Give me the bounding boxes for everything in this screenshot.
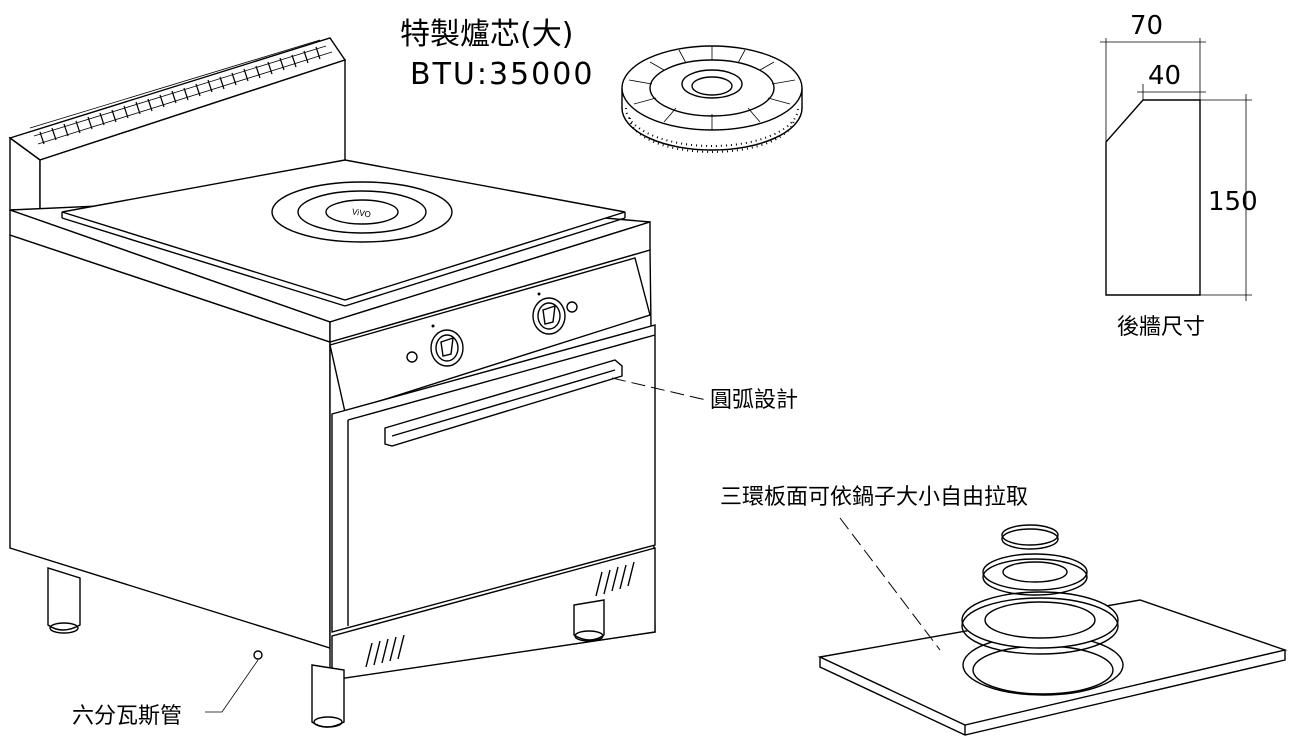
burner-btu: BTU:35000 [410, 57, 594, 92]
gas-pipe-stub [253, 650, 263, 660]
burner-title: 特製爐芯(大) [400, 17, 573, 52]
burner [621, 45, 803, 153]
dim-height: 150 [1208, 187, 1258, 217]
backsplash-vent-slots [39, 46, 321, 145]
backwall-caption: 後牆尺寸 [1117, 315, 1205, 340]
kick-panel [331, 547, 656, 681]
leader-three-ring [839, 517, 941, 651]
control-panel [329, 257, 651, 413]
arc-design-label: 圓弧設計 [710, 388, 798, 413]
legs [47, 567, 605, 728]
top-rings: ViVO [271, 181, 453, 243]
knob-right[interactable] [532, 292, 578, 335]
dim-width-inner: 40 [1148, 61, 1181, 91]
three-ring-label: 三環板面可依鍋子大小自由拉取 [720, 485, 1028, 510]
backwall-profile [1100, 38, 1252, 301]
oven-range: ViVO [8, 37, 656, 728]
leader-gas-pipe [205, 659, 259, 713]
leader-arc [611, 377, 707, 401]
svg-text:ViVO: ViVO [351, 207, 371, 219]
three-ring-plate [817, 524, 1288, 736]
door-handle[interactable] [384, 359, 623, 447]
backwall-outline [1105, 99, 1201, 296]
vent-slots [365, 561, 635, 668]
knob-left[interactable] [406, 324, 464, 367]
dim-width-top: 70 [1130, 11, 1163, 41]
gas-pipe-label: 六分瓦斯管 [72, 704, 182, 729]
